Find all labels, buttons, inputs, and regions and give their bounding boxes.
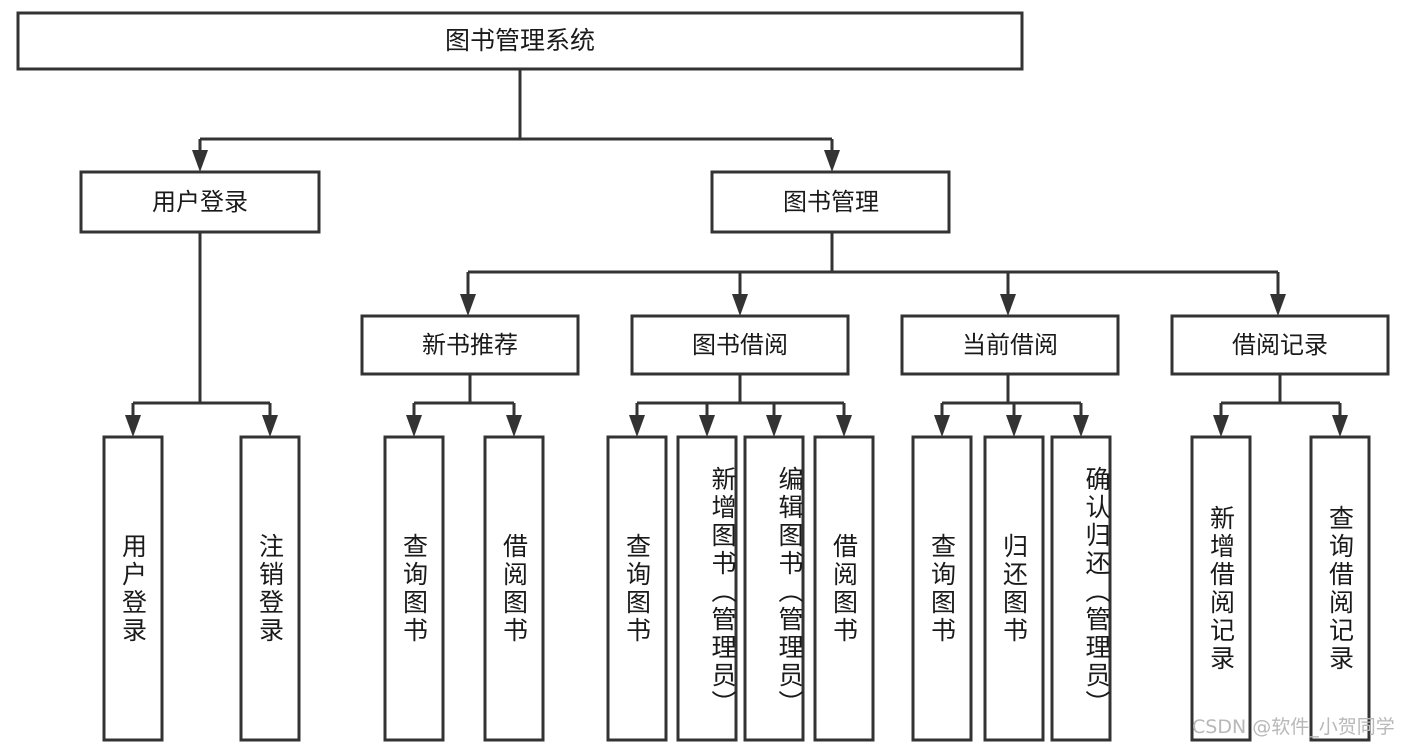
leaf-box-query-book-borrow[interactable] <box>606 435 668 742</box>
arrow-head-leaf-3 <box>406 415 422 437</box>
arrow-head-userlogin <box>192 150 208 172</box>
leaf-box-user-login[interactable] <box>102 435 164 742</box>
arrow-head-leaf-13 <box>1332 415 1348 437</box>
node-user-login-box[interactable] <box>79 170 321 234</box>
connector-currentborrow-to-leaves <box>934 374 1089 437</box>
leaf-box-borrow-book[interactable] <box>813 435 875 742</box>
leaf-box-add-borrow-record[interactable] <box>1190 435 1252 742</box>
node-new-book-recommend-box[interactable] <box>360 314 580 376</box>
connector-bookmgmt-to-level3 <box>460 232 1286 316</box>
leaf-box-query-book-current[interactable] <box>911 435 973 742</box>
leaf-box-query-book-new[interactable] <box>383 435 445 742</box>
node-root[interactable]: 图书管理系统 <box>16 11 1024 71</box>
leaf-boxes <box>102 435 1371 742</box>
arrow-head-leaf-10 <box>1006 415 1022 437</box>
connector-userlogin-to-leaves <box>125 232 278 437</box>
node-user-login-label: 用户登录 <box>152 188 248 216</box>
arrow-head-leaf-6 <box>699 415 715 437</box>
node-new-book-recommend[interactable]: 新书推荐 <box>360 314 580 376</box>
leaf-box-query-borrow-record[interactable] <box>1309 435 1371 742</box>
leaf-box-borrow-book-new[interactable] <box>483 435 545 742</box>
arrow-head-borrowbook <box>732 294 748 316</box>
node-borrow-record-box[interactable] <box>1170 314 1390 376</box>
leaf-box-logout[interactable] <box>239 435 301 742</box>
arrow-head-leaf-9 <box>934 415 950 437</box>
leaf-box-add-book-admin[interactable] <box>676 435 738 742</box>
arrow-head-leaf-7 <box>766 415 782 437</box>
arrow-head-leaf-2 <box>262 415 278 437</box>
node-current-borrow-box[interactable] <box>900 314 1120 376</box>
node-book-management-box[interactable] <box>710 170 951 234</box>
node-book-management-label: 图书管理 <box>783 188 879 216</box>
arrow-head-currentborrow <box>1000 294 1016 316</box>
node-current-borrow-label: 当前借阅 <box>962 331 1058 359</box>
connector-root-to-level2 <box>192 69 840 172</box>
node-current-borrow[interactable]: 当前借阅 <box>900 314 1120 376</box>
arrow-head-leaf-4 <box>506 415 522 437</box>
node-book-borrow-box[interactable] <box>630 314 850 376</box>
connector-newbook-to-leaves <box>406 374 522 437</box>
arrow-head-leaf-8 <box>836 415 852 437</box>
node-root-box[interactable] <box>16 11 1024 71</box>
arrow-head-borrowrecord <box>1270 294 1286 316</box>
arrow-head-newbook <box>460 294 476 316</box>
node-root-label: 图书管理系统 <box>445 26 595 55</box>
leaf-box-return-book[interactable] <box>983 435 1045 742</box>
arrow-head-leaf-1 <box>125 415 141 437</box>
connector-borrowbook-to-leaves <box>629 374 852 437</box>
node-user-login[interactable]: 用户登录 <box>79 170 321 234</box>
arrow-head-leaf-12 <box>1213 415 1229 437</box>
leaf-box-edit-book-admin[interactable] <box>743 435 805 742</box>
arrow-head-bookmgmt <box>824 150 840 172</box>
node-borrow-record[interactable]: 借阅记录 <box>1170 314 1390 376</box>
arrow-head-leaf-11 <box>1073 415 1089 437</box>
leaf-box-confirm-return-admin[interactable] <box>1050 435 1112 742</box>
csdn-watermark: CSDN @软件_小贺同学 <box>1192 716 1395 738</box>
node-book-borrow[interactable]: 图书借阅 <box>630 314 850 376</box>
node-book-management[interactable]: 图书管理 <box>710 170 951 234</box>
arrow-head-leaf-5 <box>629 415 645 437</box>
node-new-book-recommend-label: 新书推荐 <box>422 331 518 359</box>
node-book-borrow-label: 图书借阅 <box>692 331 788 359</box>
node-borrow-record-label: 借阅记录 <box>1232 331 1328 359</box>
connector-borrowrecord-to-leaves <box>1213 374 1348 437</box>
